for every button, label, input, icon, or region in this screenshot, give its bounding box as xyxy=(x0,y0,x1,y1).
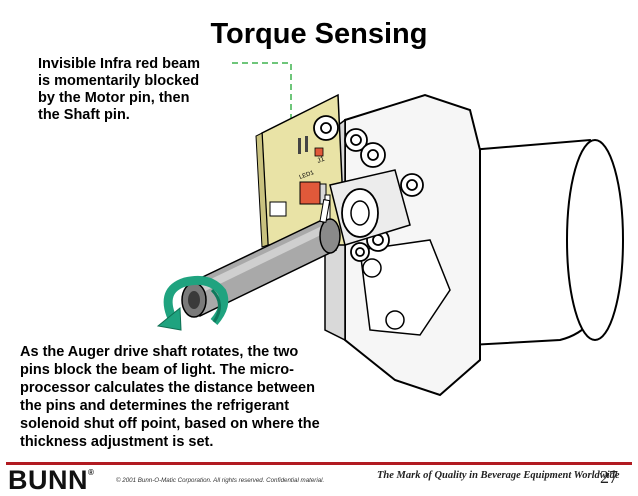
footer-divider xyxy=(6,462,632,465)
rotation-arrow-icon xyxy=(156,275,229,331)
page-number: 27 xyxy=(600,467,618,487)
caption-line: the pins and determines the refrigerant xyxy=(20,398,290,414)
board-label-led1: LED1 xyxy=(299,170,316,181)
caption-line: pins block the beam of light. The micro- xyxy=(20,362,294,378)
slide-title: Torque Sensing xyxy=(210,18,428,50)
mounting-bolts xyxy=(313,115,424,262)
company-tagline: The Mark of Quality in Beverage Equipmen… xyxy=(377,470,620,481)
caption-line: processor calculates the distance betwee… xyxy=(20,380,315,396)
logo-text: BUNN xyxy=(8,465,88,495)
callout-line: Invisible Infra red beam xyxy=(38,56,200,72)
bunn-logo: BUNN® xyxy=(8,465,94,496)
copyright-notice: © 2001 Bunn-O-Matic Corporation. All rig… xyxy=(116,477,325,484)
gearbox-housing xyxy=(324,93,481,397)
caption-line: thickness adjustment is set. xyxy=(20,434,214,450)
shaft-hub xyxy=(329,169,411,246)
callout-line: by the Motor pin, then xyxy=(38,90,190,106)
caption-line: solenoid shut off point, based on where … xyxy=(20,416,320,432)
beam-callout: Invisible Infra red beam is momentarily … xyxy=(38,56,238,124)
board-label-j1: J1 xyxy=(316,156,325,165)
explanation-caption: As the Auger drive shaft rotates, the tw… xyxy=(20,343,380,451)
registered-mark: ® xyxy=(88,468,95,477)
callout-line: is momentarily blocked xyxy=(38,73,200,89)
caption-line: As the Auger drive shaft rotates, the tw… xyxy=(20,344,299,360)
callout-line: the Shaft pin. xyxy=(38,107,130,123)
shaft-pin xyxy=(319,199,331,223)
motor-body xyxy=(469,138,624,347)
